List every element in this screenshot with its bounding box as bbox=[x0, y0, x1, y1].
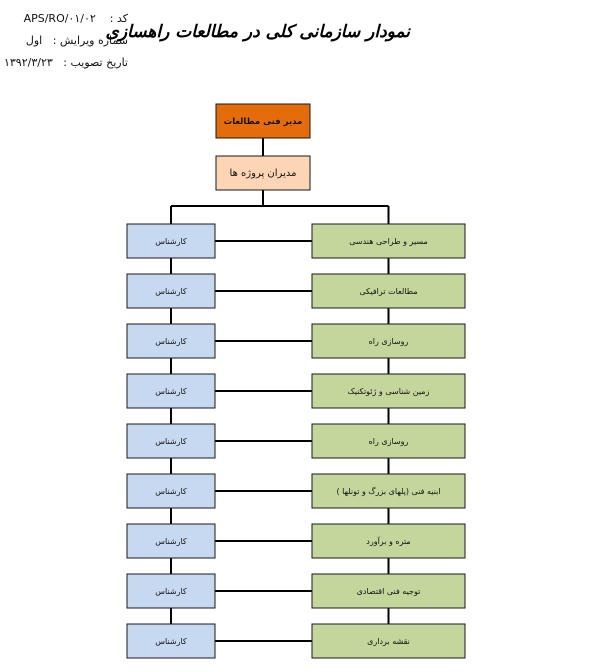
department-box bbox=[311, 423, 466, 459]
expert-label: کارشناس bbox=[155, 387, 187, 396]
expert-box bbox=[126, 323, 216, 359]
department-label: زمین شناسی و ژئوتکنیک bbox=[348, 387, 430, 396]
code-value: APS/RO/۰۱/۰۲ bbox=[23, 12, 96, 25]
department-label: ابنیه فنی (پلهای بزرگ و تونلها ) bbox=[336, 486, 440, 496]
department-label: مطالعات ترافیکی bbox=[359, 287, 417, 296]
department-label: نقشه برداری bbox=[367, 637, 410, 646]
department-box bbox=[311, 523, 466, 559]
expert-box bbox=[126, 423, 216, 459]
expert-box bbox=[126, 523, 216, 559]
expert-box bbox=[126, 273, 216, 309]
department-label: توجیه فنی اقتصادی bbox=[357, 587, 421, 596]
code-label: کد : bbox=[109, 12, 128, 25]
head-label: مدیر فنی مطالعات bbox=[224, 117, 303, 127]
expert-label: کارشناس bbox=[155, 587, 187, 596]
department-box bbox=[311, 273, 466, 309]
revision-row: شماره ویرایش : اول bbox=[18, 34, 128, 47]
head-box bbox=[215, 103, 311, 139]
department-label: روسازی راه bbox=[369, 337, 409, 346]
code-row: کد : APS/RO/۰۱/۰۲ bbox=[18, 12, 128, 25]
department-label: روسازی راه bbox=[369, 437, 409, 446]
page-title: نمودار سازمانی کلی در مطالعات راهسازی bbox=[105, 22, 410, 42]
manager-box bbox=[215, 155, 311, 191]
department-box bbox=[311, 373, 466, 409]
expert-label: کارشناس bbox=[155, 287, 187, 296]
expert-label: کارشناس bbox=[155, 537, 187, 546]
department-box bbox=[311, 623, 466, 659]
expert-box bbox=[126, 223, 216, 259]
expert-label: کارشناس bbox=[155, 437, 187, 446]
expert-box bbox=[126, 573, 216, 609]
department-box bbox=[311, 223, 466, 259]
revision-label: شماره ویرایش : bbox=[52, 34, 128, 47]
department-box bbox=[311, 573, 466, 609]
expert-label: کارشناس bbox=[155, 237, 187, 246]
expert-label: کارشناس bbox=[155, 487, 187, 496]
approval-label: تاریخ تصویب : bbox=[63, 56, 128, 69]
department-box bbox=[311, 473, 466, 509]
expert-box bbox=[126, 473, 216, 509]
approval-value: ۱۳۹۲/۳/۲۳ bbox=[3, 56, 53, 69]
expert-box bbox=[126, 623, 216, 659]
department-label: مسیر و طراحی هندسی bbox=[349, 237, 428, 246]
department-label: متره و برآورد bbox=[366, 536, 410, 546]
department-box bbox=[311, 323, 466, 359]
expert-label: کارشناس bbox=[155, 337, 187, 346]
manager-label: مدیران پروژه ها bbox=[230, 168, 297, 179]
revision-value: اول bbox=[25, 34, 43, 47]
expert-box bbox=[126, 373, 216, 409]
approval-row: تاریخ تصویب : ۱۳۹۲/۳/۲۳ bbox=[4, 56, 128, 69]
expert-label: کارشناس bbox=[155, 637, 187, 646]
